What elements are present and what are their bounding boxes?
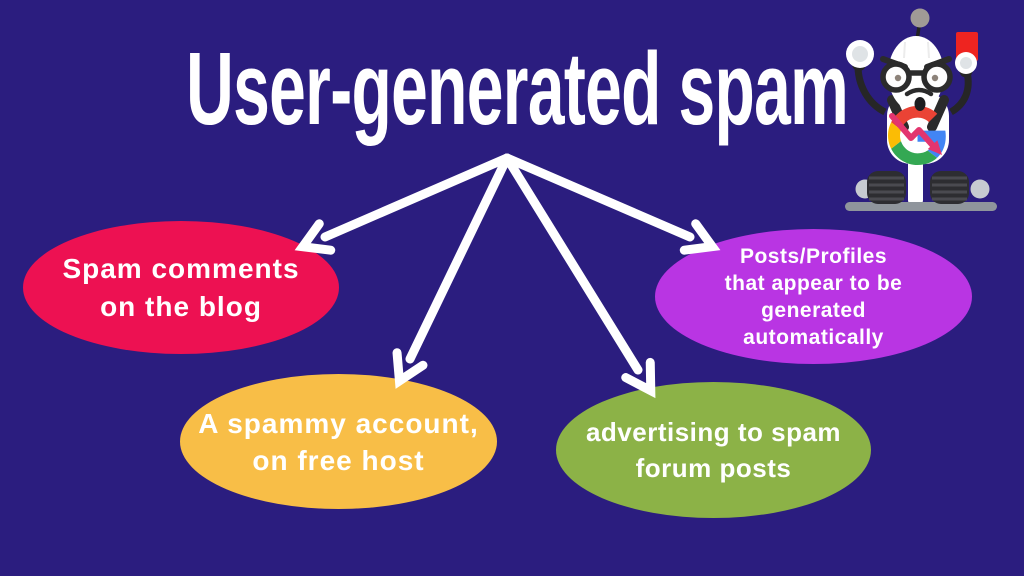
robot-right-hand [955,52,977,74]
node-label-line: on the blog [100,290,262,322]
robot-glasses-icon [880,56,953,93]
node-label-line: A spammy account, [198,407,479,439]
node-label-line: Spam comments [62,252,300,284]
node-forum-advertising: advertising to spam forum posts [556,382,871,518]
node-label-line: automatically [743,325,884,349]
page-title-text: User-generated spam [186,31,849,146]
node-label-line: that appear to be [724,271,903,295]
node-auto-generated: Posts/Profiles that appear to be generat… [655,229,972,364]
node-label-line: Posts/Profiles [739,244,888,268]
robot-strap-right [927,95,949,132]
arrow-to-forum-advertising [502,153,656,399]
node-label-line: generated [761,298,866,322]
node-spam-comments: Spam comments on the blog [23,221,339,354]
arrow-to-spammy-account [392,153,512,389]
downward-trend-arrow-icon [889,113,942,155]
node-label-line: forum posts [635,453,792,483]
page-title: User-generated spam [0,30,965,148]
robot-left-hand [846,40,874,68]
angry-google-robot [845,8,997,211]
robot-right-arm [949,71,972,116]
tank-treads-icon [845,150,997,211]
node-label-line: advertising to spam [585,417,842,447]
arrow-to-auto-generated [502,153,721,255]
node-label-line: on free host [252,444,425,476]
robot-mouth [904,87,934,111]
arrow-to-spam-comments [294,153,512,255]
node-spammy-account: A spammy account, on free host [180,374,497,509]
